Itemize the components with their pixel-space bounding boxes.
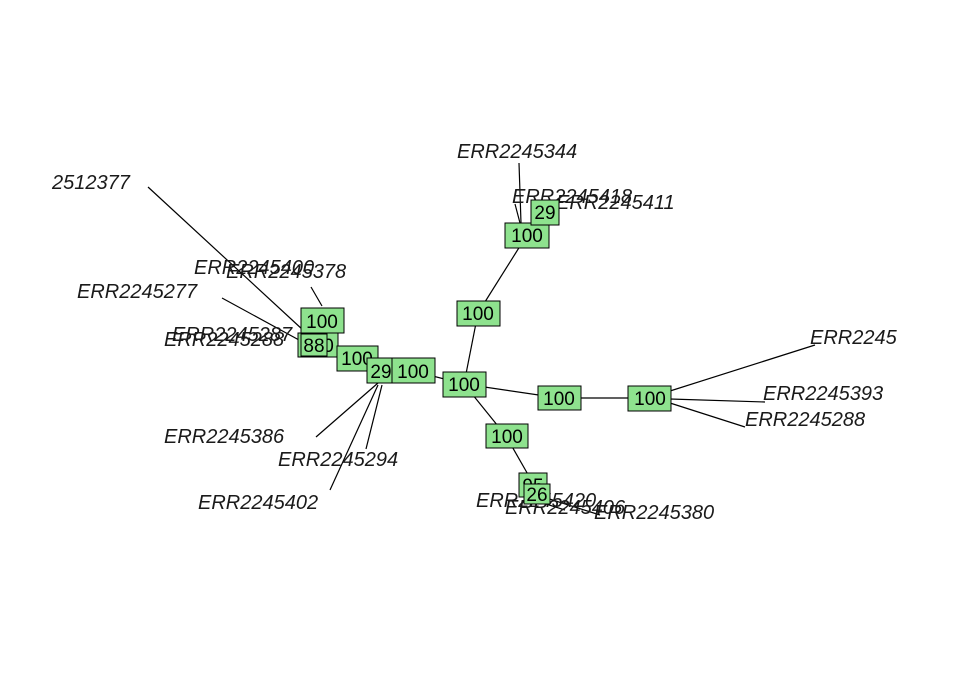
support-node: 100 [300,307,345,334]
tip-label: ERR2245344 [457,141,577,163]
support-node: 100 [442,371,487,398]
support-value: 100 [341,349,373,370]
tip-label: 2512377 [51,172,131,194]
tip-label: ERR2245288 [745,409,865,431]
support-node: 100 [504,222,550,249]
support-value: 100 [543,389,575,410]
tip-label: ERR2245287 [172,324,293,346]
edge [315,382,379,438]
support-value: 100 [306,312,338,333]
support-value: 29 [534,203,555,224]
support-node: 29 [366,357,396,384]
tip-label: ERR2245400 [194,257,314,279]
edge [310,286,323,307]
support-value: 26 [526,485,547,506]
edge [329,384,379,491]
edge [518,162,522,224]
support-value: 100 [491,427,523,448]
tip-label: ERR2245393 [763,383,883,405]
support-node: 100 [537,385,582,411]
tip-labels: 2512377 ERR2245344 ERR2245400 ERR2245378… [51,141,898,524]
support-value: 100 [397,362,429,383]
support-node: 88 [300,333,328,357]
support-node: 100 [485,423,529,449]
tip-label: ERR2245402 [198,492,318,514]
support-node: 100 [456,300,501,327]
tip-label: ERR2245411 [556,192,675,214]
tip-label: ERR2245 [810,327,898,349]
support-labels: 100 100 88 100 29 100 100 100 100 29 100… [297,199,672,506]
edge [669,344,816,392]
support-node: 26 [523,483,551,506]
tip-label: ERR2245294 [278,449,398,471]
edge [669,398,766,403]
support-value: 29 [370,362,391,383]
tip-label: ERR2245378 [226,261,346,283]
edge [514,203,521,224]
support-value: 100 [462,304,494,325]
support-value: 100 [511,226,543,247]
edge [221,297,311,347]
support-node: 29 [530,199,560,226]
edge [147,186,317,343]
support-value: 100 [448,375,480,396]
tip-label: ERR2245277 [77,281,198,303]
tip-label: ERR2245288 [164,329,284,351]
tip-label: ERR2245380 [594,502,714,524]
tip-label: ERR2245386 [164,426,285,448]
support-value: 88 [303,336,324,357]
edge [669,402,746,428]
support-node: 100 [391,357,436,384]
support-value: 100 [634,389,666,410]
edge [365,384,383,450]
support-node: 100 [627,385,672,412]
